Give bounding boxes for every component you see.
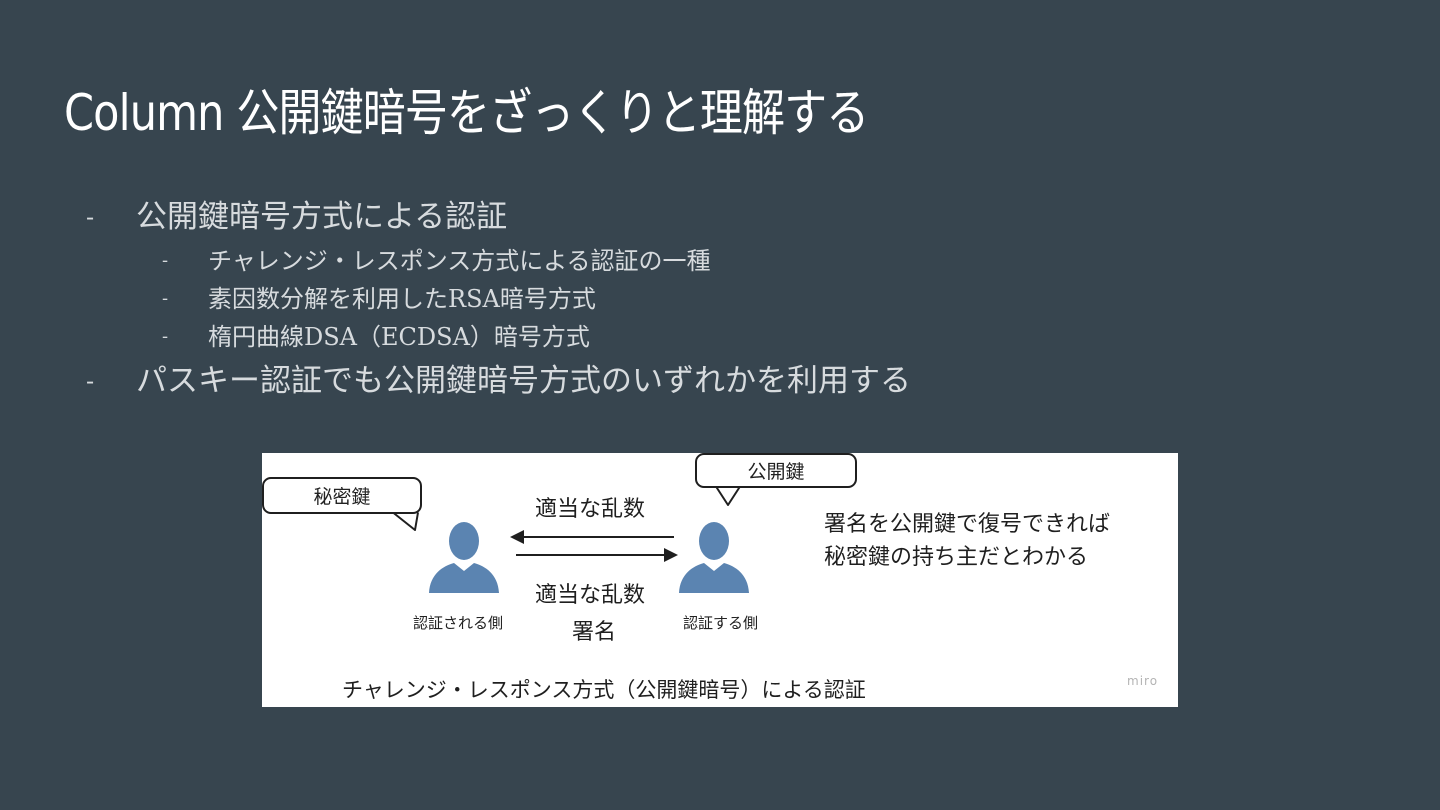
- private-key-bubble-tail-outline: [392, 511, 419, 531]
- bullet-public-key-auth: - 公開鍵暗号方式による認証: [86, 192, 911, 242]
- arrow-right-head: [664, 548, 678, 562]
- public-key-callout: 公開鍵: [695, 453, 857, 488]
- verification-note-line2: 秘密鍵の持ち主だとわかる: [824, 545, 1089, 570]
- authenticating-side-label: 認証する側: [683, 614, 759, 632]
- sub-bullet-rsa: - 素因数分解を利用したRSA暗号方式: [86, 280, 911, 318]
- bullet-list: - 公開鍵暗号方式による認証 - チャレンジ・レスポンス方式による認証の一種 -…: [86, 192, 911, 406]
- verification-note-line1: 署名を公開鍵で復号できれば: [824, 512, 1111, 537]
- sub-bullet-ecdsa: - 楕円曲線DSA（ECDSA）暗号方式: [86, 318, 911, 356]
- sub-bullet-challenge-response: - チャレンジ・レスポンス方式による認証の一種: [86, 242, 911, 280]
- bullet-text: 楕円曲線DSA（ECDSA）暗号方式: [208, 323, 590, 351]
- bullet-dash: -: [86, 203, 95, 231]
- bullet-text: 素因数分解を利用したRSA暗号方式: [208, 285, 596, 313]
- bullet-text: チャレンジ・レスポンス方式による認証の一種: [208, 247, 711, 275]
- diagram-connectors: [392, 485, 741, 562]
- miro-watermark: miro: [1127, 674, 1159, 688]
- random-number-response-label: 適当な乱数: [535, 583, 646, 608]
- person-icon: [679, 522, 749, 593]
- challenge-response-diagram: 秘密鍵 公開鍵 認証される側 認証する側 適当な乱数 適当な乱数 署名 署名を公…: [262, 453, 1178, 707]
- diagram-caption: チャレンジ・レスポンス方式（公開鍵暗号）による認証: [342, 678, 866, 702]
- person-icon: [429, 522, 499, 593]
- arrow-left-head: [510, 530, 524, 544]
- bullet-text: 公開鍵暗号方式による認証: [136, 199, 508, 235]
- signature-label: 署名: [572, 620, 617, 645]
- bullet-dash: -: [162, 326, 169, 347]
- private-key-callout: 秘密鍵: [262, 477, 422, 514]
- verification-note: 署名を公開鍵で復号できれば 秘密鍵の持ち主だとわかる: [824, 508, 1110, 574]
- bullet-passkey: - パスキー認証でも公開鍵暗号方式のいずれかを利用する: [86, 356, 911, 406]
- public-key-bubble-tail-outline: [715, 485, 741, 506]
- bullet-text: パスキー認証でも公開鍵暗号方式のいずれかを利用する: [136, 363, 911, 399]
- bullet-dash: -: [162, 250, 169, 271]
- authenticated-side-label: 認証される側: [413, 614, 504, 632]
- bullet-dash: -: [162, 288, 169, 309]
- public-key-bubble-tail: [716, 486, 740, 505]
- bullet-dash: -: [86, 367, 95, 395]
- slide-title: Column 公開鍵暗号をざっくりと理解する: [64, 84, 869, 142]
- random-number-request-label: 適当な乱数: [535, 497, 646, 522]
